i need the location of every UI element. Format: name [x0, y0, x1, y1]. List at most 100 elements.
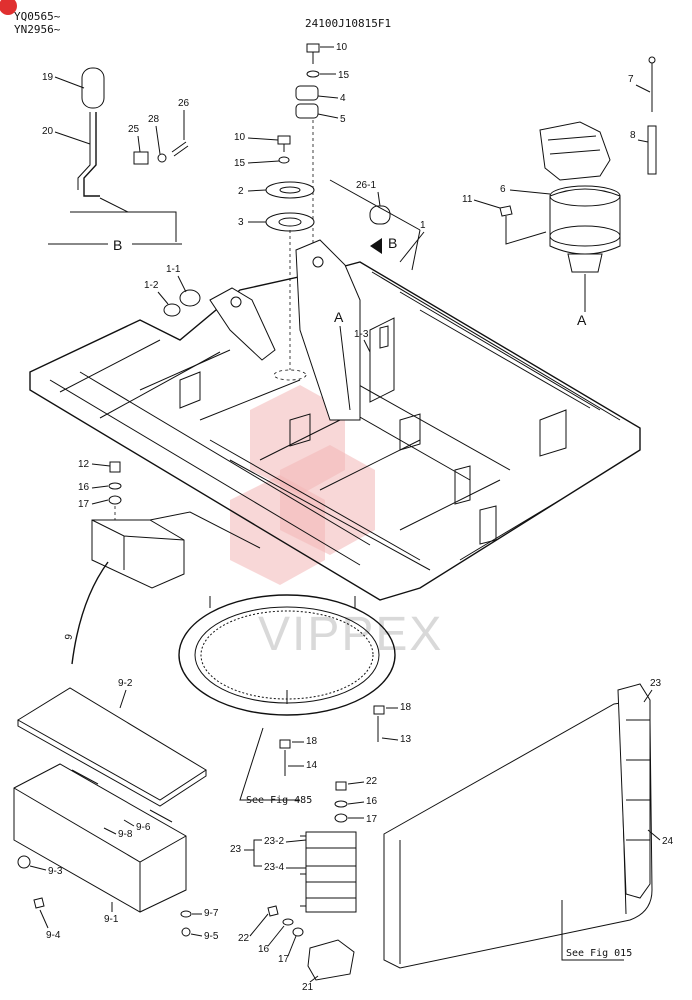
bolt-10-mid — [277, 135, 291, 145]
callout-11: 11 — [462, 194, 473, 205]
washer-16-top — [334, 800, 348, 808]
washer-9-7 — [180, 910, 192, 918]
callout-22a: 22 — [366, 776, 378, 787]
shim-4 — [295, 85, 319, 101]
callout-3: 3 — [238, 217, 244, 228]
lock-9-3 — [17, 855, 31, 869]
mount-stack-23 — [305, 831, 357, 913]
callout-23-4: 23-4 — [264, 862, 284, 873]
bushing-26-1 — [369, 205, 391, 225]
bushing-1-1 — [179, 289, 201, 307]
callout-10a: 10 — [336, 42, 348, 53]
callout-2: 2 — [238, 186, 244, 197]
callout-9-7: 9-7 — [204, 908, 219, 919]
callout-5: 5 — [340, 114, 346, 125]
view-b-label: B — [113, 237, 122, 253]
callout-1-3: 1-3 — [354, 329, 369, 340]
nut-9-5 — [181, 927, 191, 937]
callout-16c: 16 — [258, 944, 270, 955]
callout-20: 20 — [42, 126, 54, 137]
callout-9-4: 9-4 — [46, 930, 61, 941]
bolt-12 — [109, 461, 121, 473]
shim-5 — [295, 103, 319, 119]
boom-bracket-right — [295, 239, 361, 421]
callout-9: 9 — [63, 633, 75, 641]
toolbox-9-small — [91, 519, 185, 589]
pinion-gear — [567, 253, 603, 273]
callout-22b: 22 — [238, 933, 250, 944]
boom-bracket-left — [209, 287, 276, 361]
callout-14: 14 — [306, 760, 318, 771]
ring-1-2 — [163, 303, 181, 317]
callout-19: 19 — [42, 72, 54, 83]
serial-range-1: YQ0565~ — [14, 10, 61, 23]
washer-18-left — [279, 739, 291, 749]
bracket — [133, 151, 149, 165]
callout-25: 25 — [128, 124, 140, 135]
callout-1-1: 1-1 — [166, 264, 181, 275]
callout-23-top: 23 — [650, 678, 662, 689]
washer-17-bottom — [292, 927, 304, 937]
corner-badge — [0, 0, 17, 15]
washer-15-top — [306, 70, 320, 78]
reduction-gear-6 — [549, 188, 621, 255]
serial-range-2: YN2956~ — [14, 23, 61, 36]
counterweight-24 — [383, 702, 653, 969]
callout-12: 12 — [78, 459, 90, 470]
callout-21: 21 — [302, 982, 314, 993]
see-fig-015[interactable]: See Fig 015 — [566, 948, 632, 959]
mirror-head — [81, 67, 105, 109]
bearing-outer-ring — [178, 594, 396, 716]
plate-3 — [265, 212, 315, 232]
swing-motor-detail-a: A 7 8 6 11 — [462, 56, 657, 328]
callout-1: 1 — [420, 220, 426, 231]
swing-motor-head — [539, 121, 611, 181]
washer-16-bottom — [282, 918, 294, 926]
callout-23-2: 23-2 — [264, 836, 284, 847]
see-fig-485[interactable]: See Fig 485 — [246, 795, 312, 806]
bolt-11 — [499, 205, 513, 217]
stopper-21 — [307, 939, 355, 981]
view-a-label: A — [577, 312, 587, 328]
callout-17c: 17 — [278, 954, 290, 965]
callout-6: 6 — [500, 184, 506, 195]
callout-9-6: 9-6 — [136, 822, 151, 833]
callout-7: 7 — [628, 74, 634, 85]
tube-8 — [647, 125, 657, 175]
washer-17 — [108, 495, 122, 505]
callout-24: 24 — [662, 836, 674, 847]
toolbox-mount: 12 16 17 9 — [63, 459, 261, 665]
counterweight-end-23 — [617, 683, 651, 899]
upper-frame: 1 1-1 1-2 1-3 A B — [29, 179, 641, 601]
screw-9-4 — [33, 897, 45, 909]
frame-outline — [29, 261, 641, 601]
callout-16b: 16 — [366, 796, 378, 807]
callout-9-3: 9-3 — [48, 866, 63, 877]
toolbox-exploded: 9-2 9-6 9-8 9-3 9-1 9-4 9-7 9-5 — [13, 678, 219, 942]
view-b-pointer-label: B — [388, 235, 397, 251]
toolbox-leader — [71, 561, 109, 665]
mirror-stay — [83, 112, 100, 197]
callout-9-2: 9-2 — [118, 678, 133, 689]
swing-bearing: See Fig 485 18 13 18 14 — [178, 594, 412, 806]
callout-16a: 16 — [78, 482, 90, 493]
callout-17a: 17 — [78, 499, 90, 510]
view-a-pointer-label: A — [334, 309, 344, 325]
callout-17b: 17 — [366, 814, 378, 825]
callout-18b: 18 — [306, 736, 318, 747]
callout-15b: 15 — [234, 158, 246, 169]
pin-1-3 — [379, 325, 389, 349]
callout-18a: 18 — [400, 702, 412, 713]
washer-18-right — [373, 705, 385, 715]
washer-16 — [108, 482, 122, 490]
callout-13: 13 — [400, 734, 412, 745]
callout-9-5: 9-5 — [204, 931, 219, 942]
callout-23: 23 — [230, 844, 242, 855]
view-b-arrow-icon — [370, 238, 382, 254]
washer — [157, 153, 167, 163]
watermark-text: VIPPEX — [258, 608, 443, 661]
washer-15-mid — [278, 156, 290, 164]
bolt-10-top — [306, 43, 320, 53]
pin-assembly-parts: 10 15 4 5 10 15 2 3 26-1 — [234, 42, 391, 381]
